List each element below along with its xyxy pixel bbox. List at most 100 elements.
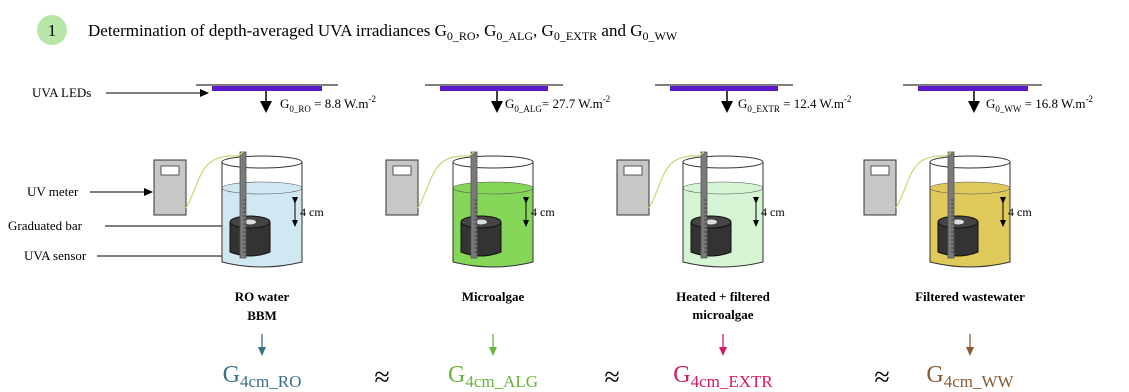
irradiance-value: = 8.8 W.m (311, 96, 369, 111)
depth-label: 4 cm (531, 205, 555, 219)
uva-sensor-window (475, 219, 487, 225)
beaker-outline (221, 162, 303, 268)
beaker-outline (929, 162, 1011, 268)
beaker-rim (682, 155, 764, 169)
irradiance-sub: 0_ALG (514, 104, 542, 114)
step-title: Determination of depth-averaged UVA irra… (88, 21, 678, 43)
step-number: 1 (48, 21, 57, 40)
irradiance-value: = 12.4 W.m (780, 96, 844, 111)
liquid-surface (682, 181, 764, 195)
title-term-1-g: G (435, 21, 447, 40)
irradiance-unit-sup: -2 (368, 94, 376, 104)
irradiance-g: G (505, 96, 514, 111)
irradiance-sub: 0_RO (289, 104, 311, 114)
result-g: G (223, 362, 240, 388)
label-uva-leds: UVA LEDs (32, 85, 91, 100)
graduated-bar (947, 151, 955, 259)
uva-led-panel (918, 86, 1028, 91)
beaker-rim (452, 155, 534, 169)
title-term-3-g: G (542, 21, 554, 40)
title-term-2-sub: 0_ALG (496, 29, 533, 43)
liquid-surface (452, 181, 534, 195)
step-number-badge (37, 15, 67, 45)
depth-label: 4 cm (1008, 205, 1032, 219)
beaker-outline (682, 162, 764, 268)
depth-label: 4 cm (761, 205, 785, 219)
graduated-bar (470, 151, 478, 259)
label-uv-meter: UV meter (27, 184, 79, 199)
result-sub: 4cm_EXTR (691, 372, 774, 391)
irradiance-g: G (738, 96, 747, 111)
approx-symbol-1: ≈ (374, 362, 389, 392)
irradiance-sub: 0_WW (995, 104, 1021, 114)
irradiance-g: G (280, 96, 289, 111)
irradiance-label: G0_ALG= 27.7 W.m-2 (505, 94, 610, 114)
uv-meter-display (623, 165, 643, 176)
result-g: G (673, 362, 690, 388)
result-sub: 4cm_RO (240, 372, 301, 391)
title-term-1-sep: , (476, 21, 485, 40)
uv-meter-display (392, 165, 412, 176)
title-term-2-sep: , (533, 21, 542, 40)
liquid-surface (221, 181, 303, 195)
irradiance-unit-sup: -2 (1085, 94, 1093, 104)
result-label: G4cm_EXTR (673, 362, 773, 391)
beaker-rim (221, 155, 303, 169)
irradiance-label: G0_RO = 8.8 W.m-2 (280, 94, 376, 114)
result-arrowhead (258, 347, 266, 356)
irradiance-unit-sup: -2 (844, 94, 852, 104)
depth-label: 4 cm (300, 205, 324, 219)
beaker-outline (452, 162, 534, 268)
title-term-1-sub: 0_RO (447, 29, 476, 43)
approx-symbol-3: ≈ (874, 362, 889, 392)
uv-meter-cable (417, 151, 475, 209)
result-g: G (926, 362, 943, 388)
irradiance-arrowhead (260, 101, 272, 113)
uva-sensor-window (705, 219, 717, 225)
setup-name-line: RO water (235, 289, 290, 304)
title-term-4-g: G (630, 21, 642, 40)
approx-symbols: ≈ ≈ ≈ (374, 362, 889, 392)
setup-name-line: BBM (247, 308, 277, 323)
uva-led-panel (212, 86, 322, 91)
approx-symbol-2: ≈ (604, 362, 619, 392)
irradiance-arrowhead (491, 101, 503, 113)
setup-name-line: microalgae (692, 307, 753, 322)
uva-sensor-window (244, 219, 256, 225)
uv-meter-display (160, 165, 180, 176)
irradiance-label: G0_WW = 16.8 W.m-2 (986, 94, 1093, 114)
label-uva-sensor: UVA sensor (24, 248, 87, 263)
graduated-bar (700, 151, 708, 259)
liquid-surface (929, 181, 1011, 195)
side-labels: UVA LEDs UV meter Graduated bar UVA sens… (8, 85, 241, 263)
uv-meter-cable (185, 151, 244, 209)
result-arrowhead (719, 347, 727, 356)
irradiance-label: G0_EXTR = 12.4 W.m-2 (738, 94, 851, 114)
irradiance-value: = 16.8 W.m (1021, 96, 1085, 111)
title-term-3-sep: and (597, 21, 630, 40)
result-label: G4cm_WW (926, 362, 1014, 391)
graduated-bar (239, 151, 247, 259)
irradiance-arrowhead (968, 101, 980, 113)
result-arrowhead (966, 347, 974, 356)
beaker-rim (929, 155, 1011, 169)
step-header: 1 Determination of depth-averaged UVA ir… (37, 15, 678, 45)
uv-meter-cable (648, 151, 705, 209)
irradiance-g: G (986, 96, 995, 111)
uv-meter-display (870, 165, 890, 176)
uv-meter-cable (895, 151, 952, 209)
uva-led-panel (670, 86, 778, 91)
setup-name-line: Microalgae (462, 289, 525, 304)
result-g: G (448, 362, 465, 388)
uva-led-panel (440, 86, 548, 91)
irradiance-value: = 27.7 W.m (542, 96, 603, 111)
result-sub: 4cm_WW (944, 372, 1015, 391)
irradiance-arrowhead (721, 101, 733, 113)
label-graduated-bar: Graduated bar (8, 218, 83, 233)
